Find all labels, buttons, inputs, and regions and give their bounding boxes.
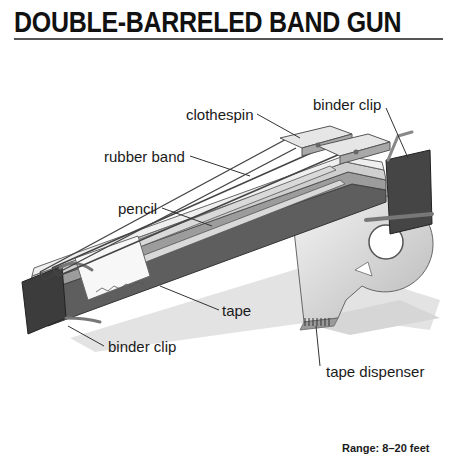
range-note: Range: 8–20 feet bbox=[342, 443, 429, 454]
leader-line bbox=[68, 108, 408, 366]
tape-edge bbox=[96, 282, 144, 292]
part-label: binder clip bbox=[313, 97, 381, 112]
rear-binder-clip bbox=[366, 132, 432, 234]
clothespin-shape bbox=[280, 126, 390, 164]
part-label: binder clip bbox=[108, 339, 176, 354]
part-label: clothespin bbox=[186, 107, 254, 122]
part-label: rubber band bbox=[104, 149, 185, 164]
part-label: pencil bbox=[118, 201, 157, 216]
title-rule bbox=[14, 38, 443, 40]
part-label: tape dispenser bbox=[326, 364, 424, 379]
title: DOUBLE-BARRELED BAND GUN bbox=[14, 8, 401, 37]
part-label: tape bbox=[222, 303, 251, 318]
rubber-band-shape bbox=[40, 136, 340, 280]
